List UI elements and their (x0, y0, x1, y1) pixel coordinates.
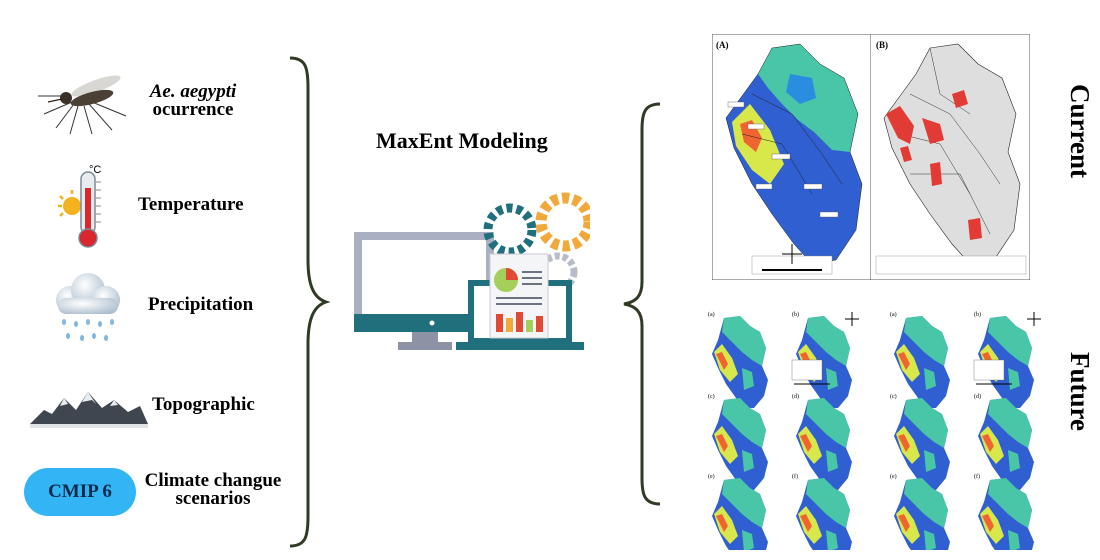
mountains-icon (30, 392, 148, 428)
right-curly-brace (623, 102, 661, 506)
mosquito-icon (38, 75, 127, 135)
future-left-f: (f) (792, 474, 798, 480)
future-right-f: (f) (974, 474, 980, 480)
current-label: Current (1065, 84, 1095, 178)
future-right-d: (d) (974, 394, 981, 400)
occurrence-species: Ae. aegypti (149, 81, 237, 102)
future-right-e: (e) (890, 474, 897, 480)
panel-label-a: (A) (716, 40, 729, 50)
future-left-d: (d) (792, 394, 799, 400)
gear-icon (483, 203, 537, 257)
future-right-a: (a) (890, 312, 897, 318)
future-right-c: (c) (890, 394, 897, 400)
climate-label-line2: scenarios (175, 488, 251, 509)
left-curly-brace (289, 56, 330, 548)
topographic-label: Topographic (152, 394, 255, 415)
future-left-b: (b) (792, 312, 799, 318)
thermometer-unit: °C (89, 164, 102, 176)
panel-label-b: (B) (876, 40, 888, 50)
climate-label-line1: Climate changue (144, 470, 282, 491)
occurrence-label: ocurrence (152, 99, 234, 120)
current-map-a (712, 34, 872, 280)
rain-cloud-icon (56, 273, 120, 341)
computer-illustration (354, 192, 590, 350)
maxent-title: MaxEnt Modeling (376, 128, 548, 153)
future-left-c: (c) (708, 394, 715, 400)
future-maps-grid (712, 312, 1041, 550)
thermometer-icon (58, 171, 101, 248)
future-right-b: (b) (974, 312, 981, 318)
temperature-label: Temperature (138, 194, 244, 215)
gear-icon-large (535, 192, 590, 252)
cmip6-badge: CMIP 6 (24, 468, 136, 516)
precipitation-label: Precipitation (148, 294, 254, 315)
current-map-b (870, 34, 1030, 280)
future-left-e: (e) (708, 474, 715, 480)
future-label: Future (1065, 352, 1095, 431)
future-left-a: (a) (708, 312, 715, 318)
